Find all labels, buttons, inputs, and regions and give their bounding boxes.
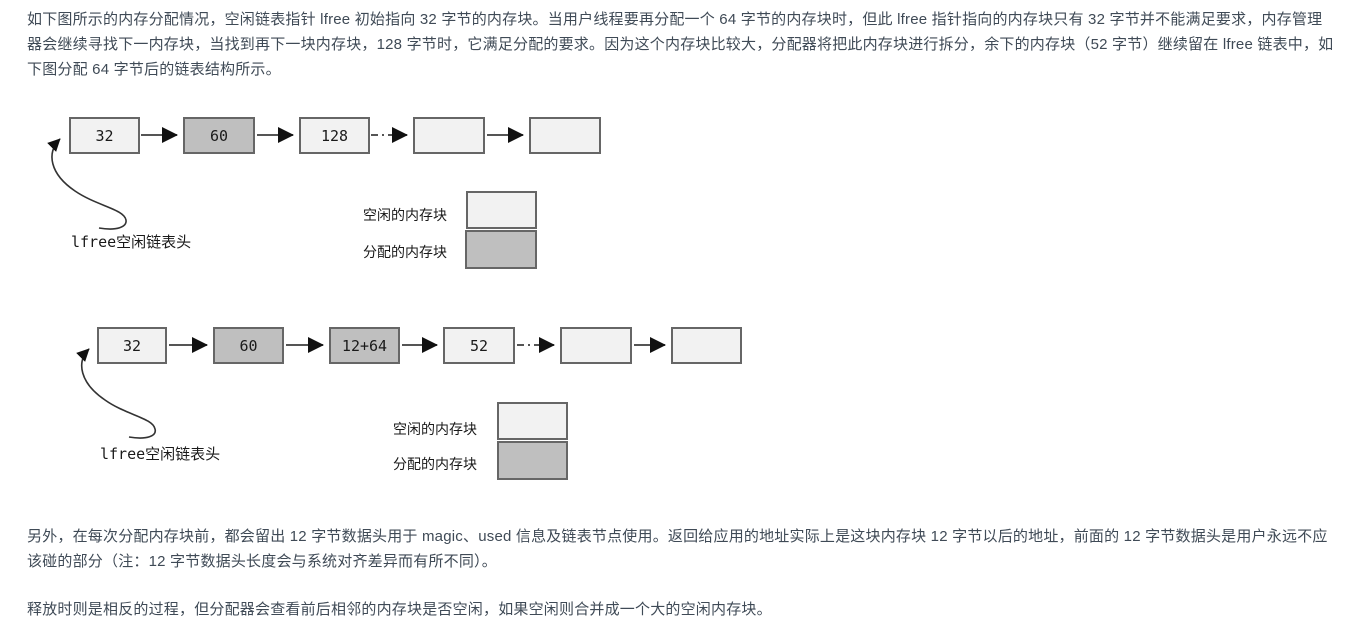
d1-legend-free-label: 空闲的内存块	[363, 208, 447, 224]
d2-legend-allocated-label: 分配的内存块	[393, 457, 477, 473]
d1-node-32: 32	[69, 117, 140, 154]
d1-node-empty-1	[413, 117, 485, 154]
d2-legend-allocated-swatch	[497, 441, 568, 480]
d2-legend-free-swatch	[497, 402, 568, 440]
paragraph-header-note: 另外，在每次分配内存块前，都会留出 12 字节数据头用于 magic、used …	[27, 528, 1328, 570]
d1-legend-free-swatch	[466, 191, 537, 229]
d1-node-128: 128	[299, 117, 370, 154]
d2-node-empty-2	[671, 327, 742, 364]
paragraph-intro: 如下图所示的内存分配情况，空闲链表指针 lfree 初始指向 32 字节的内存块…	[27, 11, 1334, 78]
d2-node-empty-1	[560, 327, 632, 364]
d2-legend-free-label: 空闲的内存块	[393, 422, 477, 438]
d1-node-empty-2	[529, 117, 601, 154]
d1-lfree-pointer-label: lfree空闲链表头	[71, 233, 192, 251]
d2-node-12plus64: 12+64	[329, 327, 400, 364]
d1-legend-allocated-swatch	[465, 230, 537, 269]
paragraph-free-note: 释放时则是相反的过程，但分配器会查看前后相邻的内存块是否空闲，如果空闲则合并成一…	[27, 601, 772, 618]
d1-legend-allocated-label: 分配的内存块	[363, 245, 447, 261]
d1-node-60: 60	[183, 117, 255, 154]
d2-node-52: 52	[443, 327, 515, 364]
d2-node-60: 60	[213, 327, 284, 364]
d2-node-32: 32	[97, 327, 167, 364]
d2-lfree-pointer-label: lfree空闲链表头	[100, 445, 221, 463]
